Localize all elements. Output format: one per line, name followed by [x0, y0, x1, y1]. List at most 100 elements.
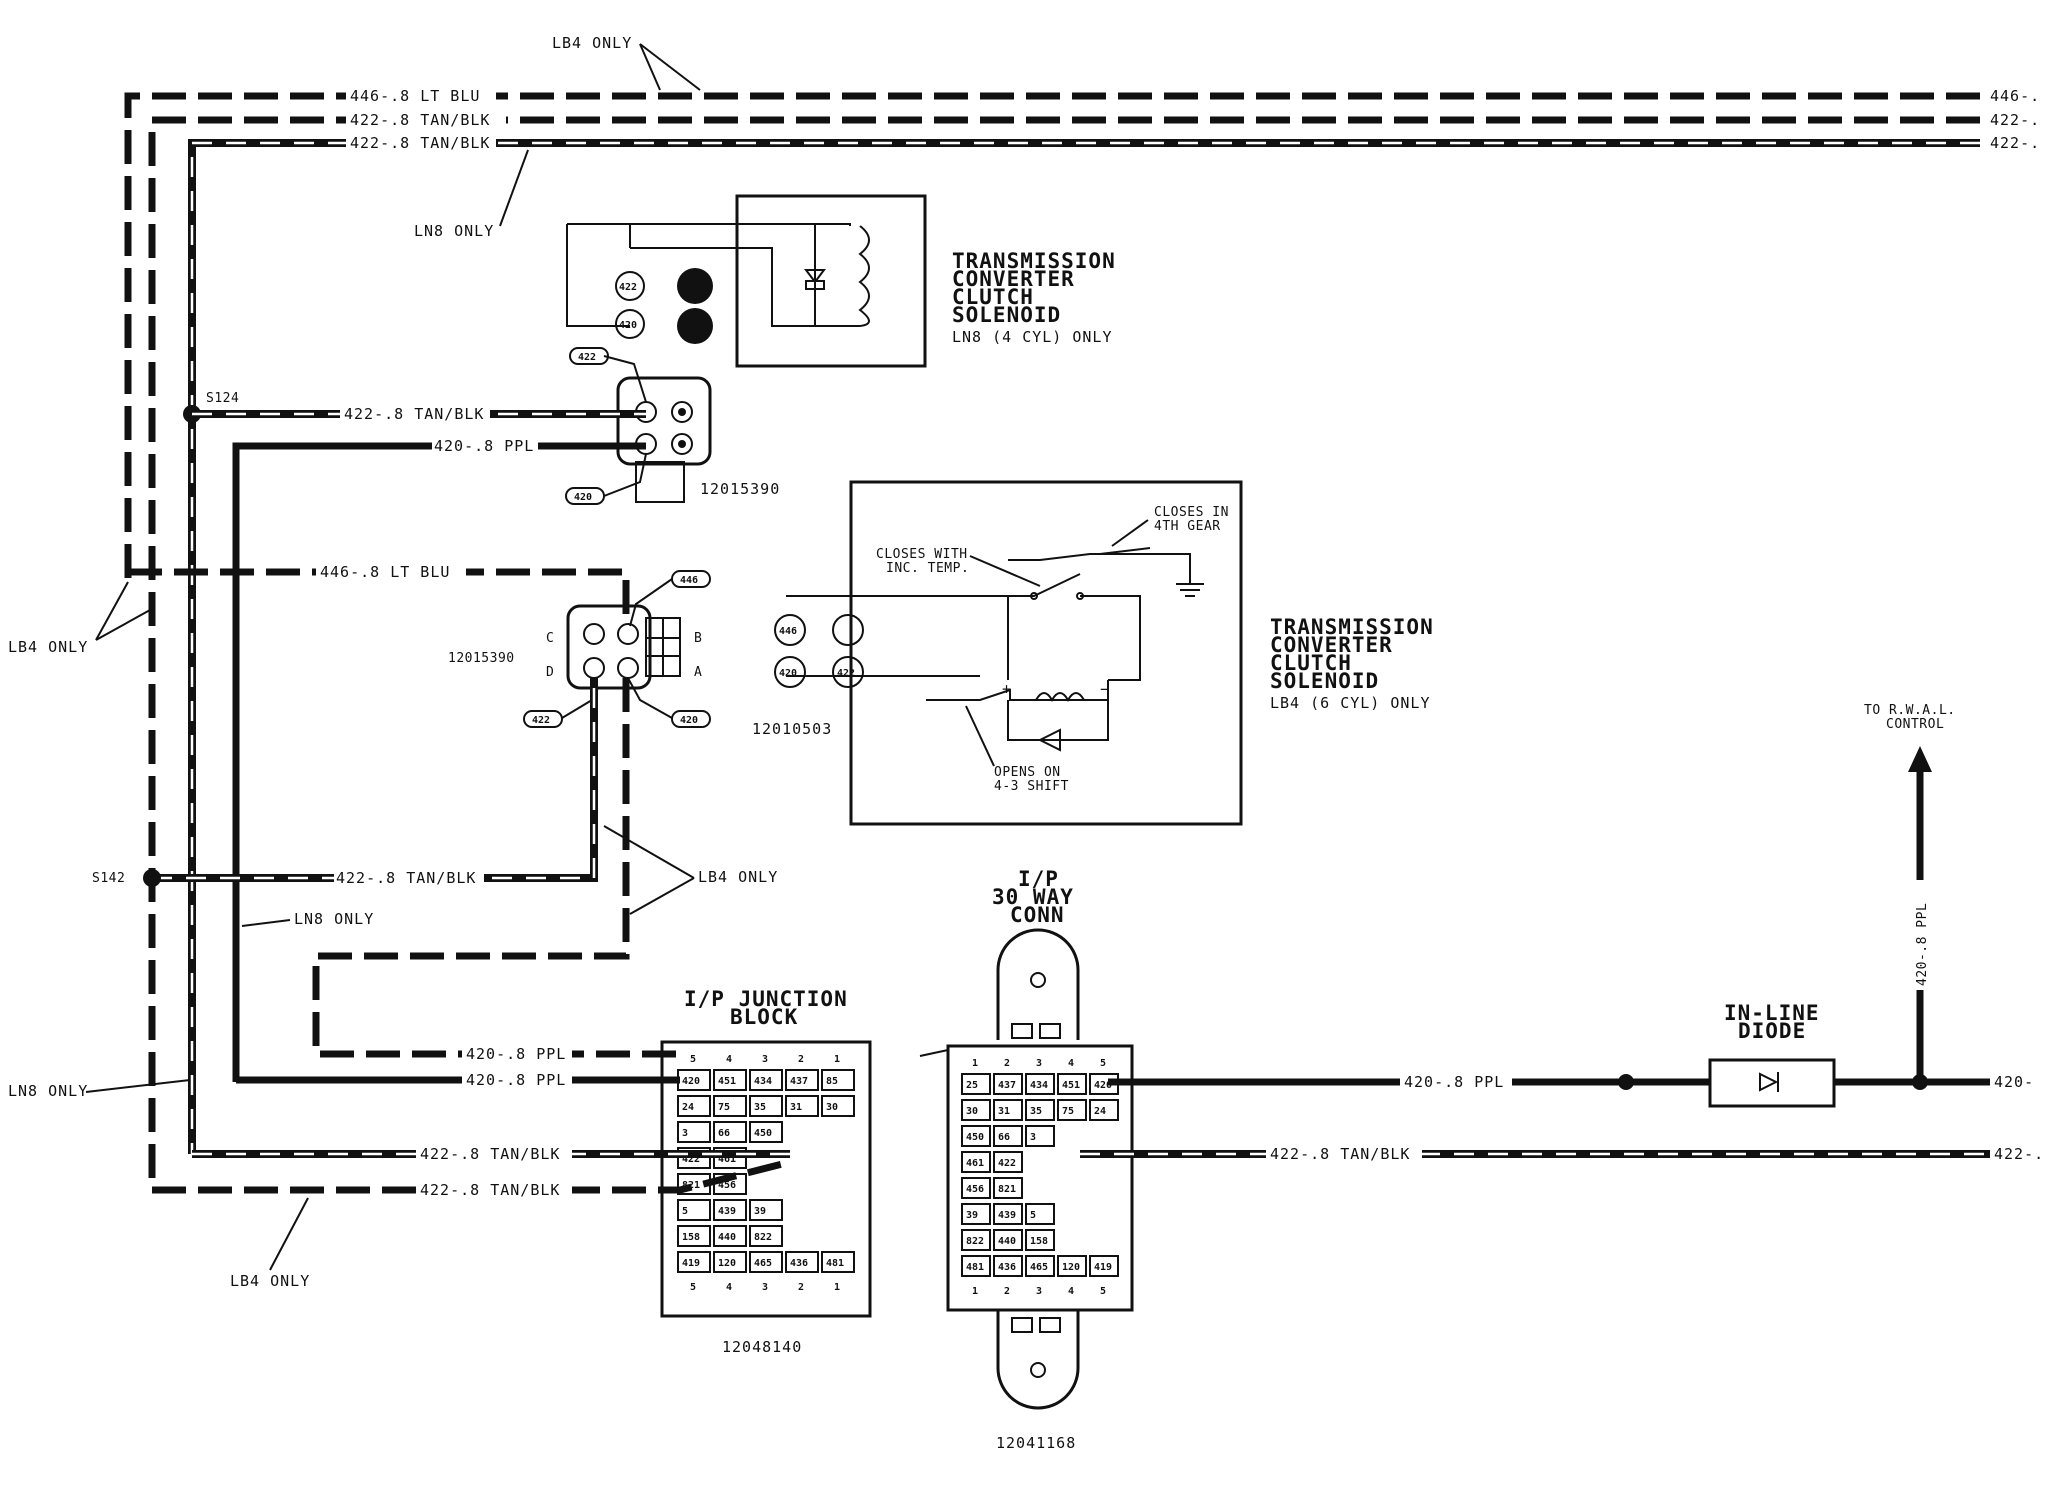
cw-cell: 66 — [993, 1125, 1023, 1147]
cw-cell: 419 — [1089, 1255, 1119, 1277]
conn-30way-body — [946, 1044, 1134, 1312]
wire-422a-right-label: 422-. — [1990, 111, 2040, 129]
right-wire-420-label: 420-.8 PPL — [1404, 1073, 1504, 1091]
jb-cell: 465 — [749, 1251, 783, 1273]
svg-text:821: 821 — [998, 1184, 1016, 1195]
jb-cell: 436 — [785, 1251, 819, 1273]
cw-cell: 422 — [993, 1151, 1023, 1173]
svg-text:158: 158 — [682, 1232, 700, 1243]
svg-text:436: 436 — [998, 1262, 1016, 1273]
cw-cell: 436 — [993, 1255, 1023, 1277]
svg-text:437: 437 — [998, 1080, 1016, 1091]
jb-cell: 822 — [749, 1225, 783, 1247]
ln8-solenoid-title: TRANSMISSION CONVERTER CLUTCH SOLENOID — [952, 249, 1115, 327]
ln8-wire-422-label: 422-.8 TAN/BLK — [344, 405, 484, 423]
rwal-label-1: TO R.W.A.L. — [1864, 703, 1956, 718]
jb-wire-422b-label: 422-.8 TAN/BLK — [420, 1181, 560, 1199]
jb-top-num: 5 — [690, 1054, 696, 1065]
cw-cell: 5 — [1025, 1203, 1055, 1225]
junction-block-title: I/P JUNCTION BLOCK — [684, 987, 847, 1029]
svg-text:BLOCK: BLOCK — [730, 1005, 798, 1029]
inline-diode-title-1: IN-LINE — [1724, 1001, 1820, 1025]
svg-text:422: 422 — [682, 1154, 700, 1165]
cw-cell: 24 — [1089, 1099, 1119, 1121]
svg-text:5: 5 — [1030, 1210, 1036, 1221]
svg-text:CONVERTER: CONVERTER — [1270, 633, 1393, 657]
cw-cell: 439 — [993, 1203, 1023, 1225]
jb-cell: 31 — [785, 1095, 819, 1117]
ln8-wire-420-label: 420-.8 PPL — [434, 437, 534, 455]
cw-cell: 450 — [961, 1125, 991, 1147]
svg-text:450: 450 — [966, 1132, 984, 1143]
right-wire-422-label: 422-.8 TAN/BLK — [1270, 1145, 1410, 1163]
svg-text:39: 39 — [966, 1210, 978, 1221]
lb4-conn-pin-c: C — [546, 631, 554, 646]
jb-cell: 451 — [713, 1069, 747, 1091]
cw-cell: 465 — [1025, 1255, 1055, 1277]
closes-temp-label-2: INC. TEMP. — [886, 561, 969, 576]
svg-text:436: 436 — [790, 1258, 808, 1269]
cw-bottom-num: 1 — [972, 1286, 978, 1297]
jb-cell: 30 — [821, 1095, 855, 1117]
svg-text:75: 75 — [1062, 1106, 1074, 1117]
svg-text:35: 35 — [1030, 1106, 1042, 1117]
svg-text:450: 450 — [754, 1128, 772, 1139]
lb4-solenoid-box — [849, 480, 1243, 826]
svg-text:24: 24 — [682, 1102, 694, 1113]
cw-cell: 25 — [961, 1073, 991, 1095]
svg-text:456: 456 — [966, 1184, 984, 1195]
svg-text:I/P: I/P — [1018, 867, 1059, 891]
s142-wire-422-label: 422-.8 TAN/BLK — [336, 869, 476, 887]
jb-cell: 481 — [821, 1251, 855, 1273]
jb-cell: 450 — [749, 1121, 783, 1143]
lb4-minus: − — [1100, 680, 1110, 698]
svg-text:3: 3 — [1030, 1132, 1036, 1143]
cw-cell: 451 — [1057, 1073, 1087, 1095]
conn-30way-part: 12041168 — [996, 1434, 1076, 1452]
lb4-only-left-label: LB4 ONLY — [8, 638, 88, 656]
jb-cell: 35 — [749, 1095, 783, 1117]
opens-shift-label-1: OPENS ON — [994, 765, 1061, 780]
svg-text:420: 420 — [682, 1076, 700, 1087]
cw-cell: 31 — [993, 1099, 1023, 1121]
cw-top-num: 3 — [1036, 1058, 1042, 1069]
jb-cell: 437 — [785, 1069, 819, 1091]
cw-cell: 434 — [1025, 1073, 1055, 1095]
cw-cell: 481 — [961, 1255, 991, 1277]
ln8-pin-422: 422 — [619, 282, 637, 293]
jb-wire-422a-label: 422-.8 TAN/BLK — [420, 1145, 560, 1163]
svg-text:66: 66 — [718, 1128, 730, 1139]
lb4-conn-pin-b: B — [694, 631, 702, 646]
svg-text:39: 39 — [754, 1206, 766, 1217]
svg-text:461: 461 — [718, 1154, 736, 1165]
jb-bottom-num: 2 — [798, 1282, 804, 1293]
lb4-plus: + — [1002, 680, 1012, 698]
svg-text:31: 31 — [998, 1106, 1010, 1117]
svg-text:439: 439 — [998, 1210, 1016, 1221]
cw-cell: 461 — [961, 1151, 991, 1173]
jb-cell: 419 — [677, 1251, 711, 1273]
svg-text:434: 434 — [754, 1076, 772, 1087]
closes-4th-label-2: 4TH GEAR — [1154, 519, 1221, 534]
svg-text:451: 451 — [1062, 1080, 1080, 1091]
svg-text:3: 3 — [682, 1128, 688, 1139]
jb-bottom-num: 3 — [762, 1282, 768, 1293]
ln8-tag-422: 422 — [578, 352, 596, 363]
svg-text:465: 465 — [754, 1258, 772, 1269]
svg-text:31: 31 — [790, 1102, 802, 1113]
cw-cell: 821 — [993, 1177, 1023, 1199]
svg-text:SOLENOID: SOLENOID — [952, 303, 1061, 327]
wire-446-right-label: 446-. — [1990, 87, 2040, 105]
svg-text:25: 25 — [966, 1080, 978, 1091]
junction-block-part: 12048140 — [722, 1338, 802, 1356]
closes-temp-label-1: CLOSES WITH — [876, 547, 968, 562]
wire-422-top-a — [148, 116, 1980, 1190]
conn-30way-bottom-ear — [996, 1310, 1080, 1410]
svg-text:822: 822 — [966, 1236, 984, 1247]
lb4-solenoid-title: TRANSMISSION CONVERTER CLUTCH SOLENOID — [1270, 615, 1433, 693]
ln8-only-left-label: LN8 ONLY — [8, 1082, 88, 1100]
